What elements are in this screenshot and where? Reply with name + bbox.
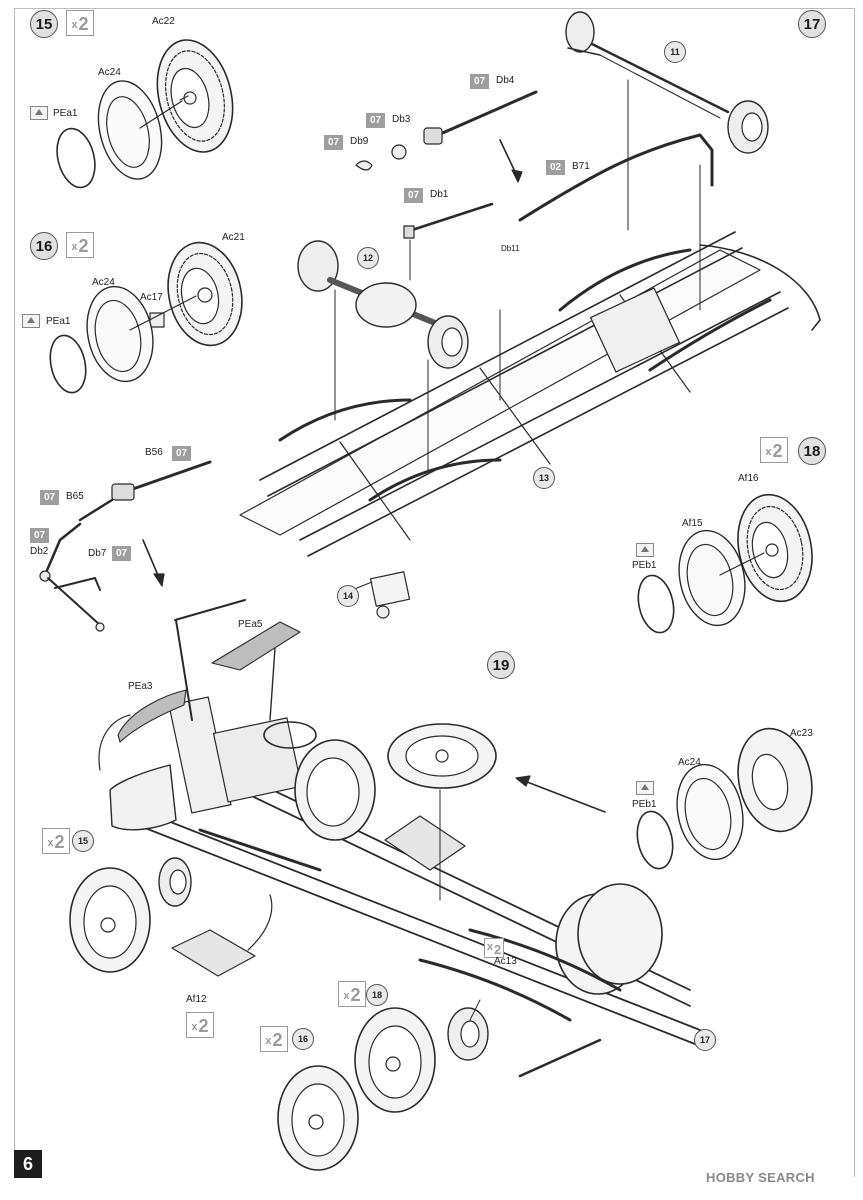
photo-etch-icon [22, 314, 40, 328]
part-label: Af12 [186, 994, 207, 1005]
part-label: Db3 [392, 114, 411, 125]
sprue-tag: 07 [40, 490, 60, 505]
callout-18: 18 [366, 984, 388, 1006]
part-label: PEa5 [238, 619, 263, 630]
part-label: B56 [145, 447, 163, 458]
part-label: Ac22 [152, 16, 175, 27]
step-17-badge: 17 [798, 10, 826, 38]
step15-wheel-assembly [56, 39, 234, 189]
part-label: Db7 [88, 548, 107, 559]
part-label: Af15 [682, 518, 703, 529]
sprue-tag: 07 [470, 74, 490, 89]
part-label: Ac13 [494, 956, 517, 967]
part-label: Db11 [501, 244, 520, 253]
part-label: Db2 [30, 546, 49, 557]
part-label: PEb1 [632, 560, 657, 571]
step19-chassis-assembly [69, 599, 813, 1171]
callout-17: 17 [694, 1029, 716, 1051]
part-label: PEb1 [632, 799, 657, 810]
part-label: B71 [572, 161, 590, 172]
part-label: PEa1 [46, 316, 71, 327]
callout-12: 12 [357, 247, 379, 269]
watermark: HOBBY SEARCH [706, 1170, 815, 1185]
part-label: PEa1 [53, 108, 78, 119]
sprue-tag: 07 [404, 188, 424, 203]
sprue-tag: 07 [172, 446, 192, 461]
sprue-tag: 07 [30, 528, 50, 543]
callout-15: 15 [72, 830, 94, 852]
sprue-tag: 07 [324, 135, 344, 150]
page-border [14, 8, 855, 1177]
part-label: Db4 [496, 75, 515, 86]
part-label: Ac17 [140, 292, 163, 303]
part-label: Ac24 [678, 757, 701, 768]
part-label: Ac24 [92, 277, 115, 288]
callout-11: 11 [664, 41, 686, 63]
part-label: Ac24 [98, 67, 121, 78]
step-19-badge: 19 [487, 651, 515, 679]
part-label: Ac23 [790, 728, 813, 739]
step18-wheel-assembly [637, 493, 813, 634]
steering-parts [39, 460, 212, 632]
callout-13: 13 [533, 467, 555, 489]
sprue-tag: 02 [546, 160, 566, 175]
step-18-badge: 18 [798, 437, 826, 465]
part-label: Db1 [430, 189, 449, 200]
wheel-icon [170, 67, 210, 129]
photo-etch-icon [636, 543, 654, 557]
step-16-badge: 16 [30, 232, 58, 260]
part-label: Ac21 [222, 232, 245, 243]
step-15-badge: 15 [30, 10, 58, 38]
callout-16: 16 [292, 1028, 314, 1050]
part-label: B65 [66, 491, 84, 502]
step17-axle-assembly [239, 11, 821, 619]
page-number: 6 [14, 1150, 42, 1178]
part-label: Db9 [350, 136, 369, 147]
part-label: Af16 [738, 473, 759, 484]
callout-14: 14 [337, 585, 359, 607]
part-label: PEa3 [128, 681, 153, 692]
photo-etch-icon [30, 106, 48, 120]
sprue-tag: 07 [366, 113, 386, 128]
sprue-tag: 07 [112, 546, 132, 561]
step16-wheel-assembly [49, 241, 243, 394]
photo-etch-icon [636, 781, 654, 795]
